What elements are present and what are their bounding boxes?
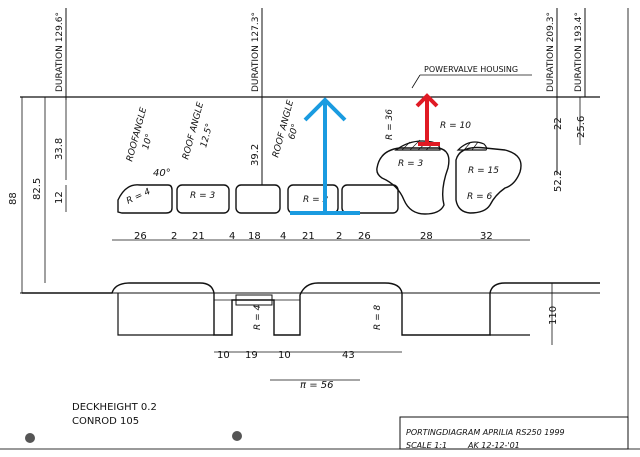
radius-r15: R = 15 xyxy=(468,166,499,176)
powervalve-leader xyxy=(411,74,421,89)
bottom-dim-3: 4 xyxy=(229,231,235,242)
port-5 xyxy=(341,184,399,214)
duration-left-label: DURATION 129.6° xyxy=(55,12,65,92)
port-3 xyxy=(235,184,281,214)
port-2 xyxy=(176,184,230,214)
red-arrow xyxy=(415,93,440,146)
exhaust-port-right xyxy=(455,146,522,214)
dim-522: 52.2 xyxy=(553,170,564,192)
bottom-dim-4: 18 xyxy=(248,231,261,242)
radius-r4-lower: R = 4 xyxy=(253,304,263,330)
roof-angle-1-val: 10° xyxy=(141,133,155,151)
bottom-dim-8: 26 xyxy=(358,231,371,242)
roof-angle-3-val: 60° xyxy=(287,123,301,141)
dim-22: 22 xyxy=(553,117,564,130)
bottom-dim-6: 21 xyxy=(302,231,315,242)
binder-hole-1 xyxy=(25,433,35,443)
duration-right1-label: DURATION 209.3° xyxy=(546,12,556,92)
title-block xyxy=(399,416,629,450)
title-text: PORTINGDIAGRAM APRILIA RS250 1999 xyxy=(406,428,565,437)
roof-angle-2-val: 12.5° xyxy=(199,122,215,148)
bottom-dim-7: 2 xyxy=(336,231,342,242)
deck-height-note: DECKHEIGHT 0.2 xyxy=(72,402,157,413)
dim-12: 12 xyxy=(54,191,65,204)
bottom-dim-9: 28 xyxy=(420,231,433,242)
bottom-dim-1: 2 xyxy=(171,231,177,242)
duration-mid-label: DURATION 127.3° xyxy=(251,12,261,92)
dim-338: 33.8 xyxy=(54,138,65,160)
author-date-text: AK 12-12-'01 xyxy=(467,441,520,450)
conrod-note: CONROD 105 xyxy=(72,416,139,427)
dim-256: 25.6 xyxy=(576,116,587,138)
radius-r4: R = 4 xyxy=(125,187,152,207)
dim-110: 110 xyxy=(548,306,559,325)
lower-dim-3: 43 xyxy=(342,350,355,361)
radius-r10: R = 10 xyxy=(440,121,471,131)
bottom-dim-10: 32 xyxy=(480,231,493,242)
dim-825: 82.5 xyxy=(32,178,43,200)
bottom-dim-row: 26 2 21 4 18 4 21 2 26 28 32 xyxy=(134,231,493,242)
exhaust-port-left xyxy=(376,147,450,215)
pi-dim: π = 56 xyxy=(300,380,333,391)
blue-arrow xyxy=(290,97,360,215)
scale-text: SCALE 1:1 xyxy=(406,441,447,450)
port-1 xyxy=(117,184,173,214)
radius-r6: R = 6 xyxy=(467,192,493,202)
dim-88: 88 xyxy=(8,192,19,205)
duration-right2-label: DURATION 193.4° xyxy=(574,12,584,92)
roof-angle-40: 40° xyxy=(153,168,171,179)
powervalve-cap-right xyxy=(456,141,488,151)
bottom-dim-2: 21 xyxy=(192,231,205,242)
lower-dim-1: 19 xyxy=(245,350,258,361)
cylinder-outline xyxy=(22,282,600,336)
bottom-dim-5: 4 xyxy=(280,231,286,242)
lower-dim-0: 10 xyxy=(217,350,230,361)
radius-r36: R = 36 xyxy=(385,109,395,140)
radius-r2: R = 2 xyxy=(303,195,329,205)
binder-hole-2 xyxy=(232,431,242,441)
cylinder-bottom xyxy=(117,293,530,336)
powervalve-label: POWERVALVE HOUSING xyxy=(424,65,518,74)
lower-dim-2: 10 xyxy=(278,350,291,361)
radius-r8: R = 8 xyxy=(373,304,383,330)
bottom-dim-0: 26 xyxy=(134,231,147,242)
dim-392: 39.2 xyxy=(250,144,261,166)
radius-r3b: R = 3 xyxy=(398,159,424,169)
radius-r3a: R = 3 xyxy=(190,191,216,201)
